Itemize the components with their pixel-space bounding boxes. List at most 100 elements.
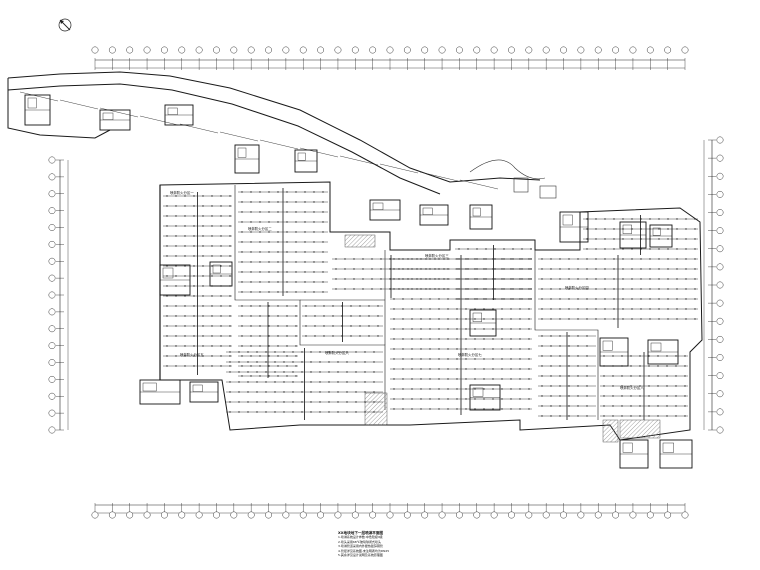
branch-pipe — [99, 107, 139, 118]
sprinkler-head-icon — [362, 268, 364, 270]
grid-bubble — [247, 46, 255, 54]
sprinkler-head-icon — [550, 298, 552, 300]
sprinkler-head-icon — [438, 268, 440, 270]
sprinkler-head-icon — [474, 388, 476, 390]
sprinkler-head-icon — [604, 228, 606, 230]
branch-pipe — [59, 99, 99, 110]
sprinkler-head-icon — [265, 401, 267, 403]
sprinkler-head-icon — [621, 405, 623, 407]
sprinkler-head-icon — [658, 298, 660, 300]
sprinkler-head-icon — [512, 298, 514, 300]
sprinkler-head-icon — [559, 365, 561, 367]
sprinkler-head-icon — [407, 288, 409, 290]
sprinkler-head-icon — [411, 368, 413, 370]
sprinkler-head-icon — [202, 335, 204, 337]
sprinkler-head-icon — [550, 375, 552, 377]
sprinkler-head-icon — [519, 328, 521, 330]
sprinkler-head-icon — [283, 401, 285, 403]
sprinkler-head-icon — [492, 278, 494, 280]
sprinkler-head-icon — [613, 318, 615, 320]
sprinkler-head-icon — [465, 288, 467, 290]
sprinkler-head-icon — [586, 318, 588, 320]
sprinkler-head-icon — [277, 241, 279, 243]
grid-bubble — [317, 511, 325, 519]
sprinkler-head-icon — [313, 211, 315, 213]
sprinkler-head-icon — [586, 355, 588, 357]
sprinkler-head-icon — [613, 258, 615, 260]
sprinkler-head-icon — [256, 411, 258, 413]
sprinkler-head-icon — [465, 378, 467, 380]
sprinkler-head-icon — [184, 225, 186, 227]
sprinkler-head-icon — [568, 385, 570, 387]
sprinkler-head-icon — [402, 268, 404, 270]
grid-bubble — [681, 511, 689, 519]
sprinkler-head-icon — [528, 318, 530, 320]
sprinkler-head-icon — [630, 375, 632, 377]
sprinkler-head-icon — [277, 291, 279, 293]
sprinkler-head-icon — [268, 291, 270, 293]
zone-label-2: 喷淋防火分区二 — [248, 227, 272, 231]
sprinkler-head-icon — [193, 265, 195, 267]
sprinkler-head-icon — [519, 338, 521, 340]
sprinkler-head-icon — [193, 295, 195, 297]
sprinkler-head-icon — [250, 335, 252, 337]
sprinkler-head-icon — [694, 238, 696, 240]
sprinkler-head-icon — [447, 388, 449, 390]
sprinkler-head-icon — [322, 201, 324, 203]
stair-cores — [24, 94, 693, 469]
sprinkler-head-icon — [229, 335, 231, 337]
sprinkler-head-icon — [510, 388, 512, 390]
sprinkler-head-icon — [259, 271, 261, 273]
sprinkler-head-icon — [411, 348, 413, 350]
sprinkler-head-icon — [501, 408, 503, 410]
sprinkler-head-icon — [649, 288, 651, 290]
stair-room — [102, 112, 114, 120]
sprinkler-head-icon — [521, 278, 523, 280]
sprinkler-head-icon — [310, 381, 312, 383]
sprinkler-head-icon — [577, 375, 579, 377]
sprinkler-head-icon — [447, 408, 449, 410]
grid-bubble — [48, 224, 56, 231]
sprinkler-head-icon — [241, 261, 243, 263]
sprinkler-head-icon — [346, 381, 348, 383]
sprinkler-head-icon — [393, 278, 395, 280]
sprinkler-head-icon — [658, 228, 660, 230]
sprinkler-head-icon — [250, 325, 252, 327]
sprinkler-head-icon — [456, 368, 458, 370]
sprinkler-head-icon — [416, 268, 418, 270]
sprinkler-head-icon — [373, 371, 375, 373]
sprinkler-head-icon — [639, 385, 641, 387]
sprinkler-head-icon — [402, 388, 404, 390]
sprinkler-head-icon — [568, 335, 570, 337]
sprinkler-head-icon — [193, 335, 195, 337]
sprinkler-head-icon — [603, 405, 605, 407]
sprinkler-head-icon — [247, 351, 249, 353]
sprinkler-head-icon — [402, 278, 404, 280]
sprinkler-head-icon — [229, 275, 231, 277]
sprinkler-head-icon — [193, 255, 195, 257]
sprinkler-head-icon — [447, 318, 449, 320]
sprinkler-head-icon — [528, 368, 530, 370]
sprinkler-head-icon — [286, 241, 288, 243]
sprinkler-head-icon — [202, 245, 204, 247]
stair-room — [162, 267, 174, 279]
branch-pipe — [179, 123, 219, 134]
sprinkler-head-icon — [322, 261, 324, 263]
sprinkler-head-icon — [521, 298, 523, 300]
sprinkler-head-icon — [676, 228, 678, 230]
sprinkler-head-icon — [229, 315, 231, 317]
sprinkler-head-icon — [443, 288, 445, 290]
sprinkler-head-icon — [550, 288, 552, 290]
sprinkler-head-icon — [438, 298, 440, 300]
sprinkler-head-icon — [166, 215, 168, 217]
sprinkler-head-icon — [229, 381, 231, 383]
sprinkler-head-icon — [322, 271, 324, 273]
sprinkler-head-icon — [238, 351, 240, 353]
sprinkler-head-icon — [250, 315, 252, 317]
sprinkler-head-icon — [362, 278, 364, 280]
sprinkler-head-icon — [166, 255, 168, 257]
grid-bubble — [369, 46, 377, 54]
sprinkler-head-icon — [250, 221, 252, 223]
sprinkler-head-icon — [256, 401, 258, 403]
grid-bubble — [48, 173, 56, 181]
